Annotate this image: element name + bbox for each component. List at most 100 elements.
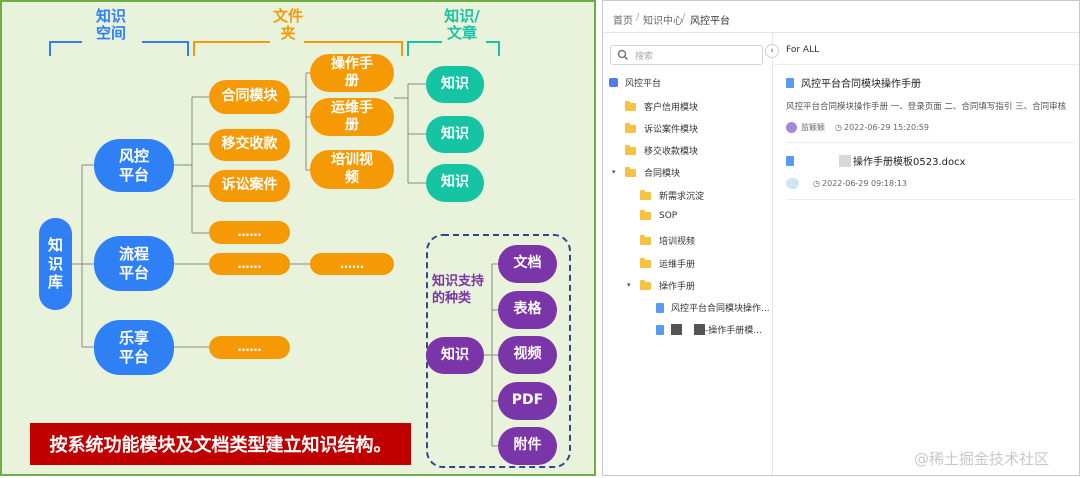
module-node: ……: [209, 221, 290, 244]
caption-banner: 按系统功能模块及文档类型建立知识结构。: [30, 423, 411, 465]
tree-label: 诉讼案件模块: [644, 125, 699, 135]
type-node: 表格: [498, 291, 557, 329]
document-icon: [656, 302, 664, 313]
tree-item-ops-manual[interactable]: 运维手册: [640, 257, 695, 270]
document-card[interactable]: 操作手册模板0523.docx ◷ 2022-06-29 09:18:13: [786, 153, 1076, 193]
document-icon: [786, 155, 794, 166]
types-label: 知识支持 的种类: [432, 274, 485, 306]
chevron-left-icon[interactable]: ‹: [765, 44, 779, 58]
document-title[interactable]: 操作手册模板0523.docx: [853, 157, 966, 168]
type-node: 附件: [498, 427, 557, 465]
module-node: 移交收款: [209, 129, 290, 161]
knowledge-node: 知识: [426, 66, 484, 103]
document-snippet: 风控平台合同模块操作手册 一、登录页面 二、合同填写指引 三、合同审核: [786, 102, 1067, 112]
folder-icon: [640, 210, 651, 220]
tree-label: 培训视频: [659, 237, 696, 247]
folder-icon: [640, 189, 651, 200]
folder-icon: [625, 144, 636, 155]
watermark: @稀土掘金技术社区: [914, 450, 1050, 468]
avatar: [786, 122, 797, 133]
document-time: 2022-06-29 09:18:13: [821, 179, 907, 188]
subfolder-node: 运维手 册: [310, 98, 394, 136]
types-dashed-frame: [426, 234, 571, 468]
search-input[interactable]: 搜索: [610, 45, 763, 65]
tree-item-transfer[interactable]: 移交收款模块: [625, 144, 698, 157]
tree-doc-contract-manual[interactable]: 风控平台合同模块操作...: [656, 301, 770, 314]
folder-icon: [640, 257, 651, 268]
breadcrumb-current: 风控平台: [690, 16, 730, 27]
tree-label: 客户信用模块: [644, 103, 699, 113]
tree-item-user-manual[interactable]: 操作手册: [640, 279, 695, 292]
tree-item-training-video[interactable]: 培训视频: [640, 234, 695, 247]
knowledge-structure-diagram: 知识 空间 文件 夹 知识/ 文章 知 识 库 风控 平台 流程 平台 乐享 平…: [0, 0, 596, 476]
document-title[interactable]: 风控平台合同模块操作手册: [801, 79, 921, 90]
header-knowledge-space: 知识 空间: [95, 7, 126, 43]
tree-label: 风控平台: [625, 79, 662, 89]
knowledge-node: 知识: [426, 164, 484, 202]
search-placeholder: 搜索: [635, 51, 654, 62]
module-node: 合同模块: [209, 80, 290, 114]
redaction-block: [839, 154, 851, 167]
tree-label: 风控平台合同模块操作...: [671, 304, 770, 314]
subfolder-node: ……: [310, 253, 394, 275]
root-knowledge-base: 知 识 库: [39, 218, 72, 310]
caret-down-icon[interactable]: ▾: [627, 281, 631, 289]
space-node: 乐享 平台: [94, 320, 174, 375]
tree-doc-manual-template[interactable]: -操作手册模...: [656, 323, 762, 336]
header-knowledge-article: 知识/ 文章: [444, 7, 480, 43]
tree-label: SOP: [659, 211, 678, 221]
folder-icon: [625, 166, 636, 177]
clock-icon: ◷: [835, 123, 842, 132]
tree-item-new-requirements[interactable]: 新需求沉淀: [640, 189, 704, 202]
clock-icon: ◷: [813, 179, 820, 188]
connector-lines: [49, 41, 571, 468]
tree-item-sop[interactable]: SOP: [640, 210, 678, 221]
knowledge-center-window: 首页 / 知识中心 / 风控平台 搜索 风控平台 客户信用模块 诉讼案件模块 移…: [602, 0, 1080, 476]
space-node: 风控 平台: [94, 139, 174, 192]
tree-root-risk-platform[interactable]: 风控平台: [609, 76, 661, 89]
space-node: 流程 平台: [94, 236, 174, 291]
breadcrumb-separator: /: [636, 12, 640, 23]
breadcrumb-home[interactable]: 首页: [613, 16, 633, 27]
document-card[interactable]: 风控平台合同模块操作手册 风控平台合同模块操作手册 一、登录页面 二、合同填写指…: [786, 75, 1076, 137]
card-divider: [786, 199, 1076, 200]
folder-icon: [625, 100, 636, 111]
tree-label: -操作手册模...: [705, 326, 762, 336]
tree-item-customer-credit[interactable]: 客户信用模块: [625, 100, 698, 113]
folder-icon: [640, 234, 651, 245]
sidebar-tree: 搜索 风控平台 客户信用模块 诉讼案件模块 移交收款模块 ▾ 合同模块 新需求沉…: [603, 33, 773, 475]
redaction-block: [671, 324, 682, 335]
tree-label: 新需求沉淀: [659, 192, 705, 202]
knowledge-node: 知识: [426, 116, 484, 153]
type-node: PDF: [498, 382, 557, 420]
type-node: 文档: [498, 245, 557, 283]
type-node: 视频: [498, 336, 557, 374]
header-folder: 文件 夹: [272, 7, 303, 43]
space-icon: [609, 78, 618, 87]
subfolder-node: 操作手 册: [310, 54, 394, 92]
breadcrumb-knowledge-center[interactable]: 知识中心: [643, 16, 683, 27]
tree-label: 移交收款模块: [644, 147, 699, 157]
redaction-block: [694, 324, 705, 335]
tree-item-contract[interactable]: 合同模块: [625, 166, 680, 179]
tree-label: 运维手册: [659, 260, 696, 270]
folder-icon: [625, 122, 636, 133]
subfolder-node: 培训视 频: [310, 150, 394, 189]
document-icon: [786, 77, 794, 88]
header-divider: [603, 32, 1079, 33]
card-divider: [786, 142, 1076, 143]
document-icon: [656, 324, 664, 335]
tree-item-litigation[interactable]: 诉讼案件模块: [625, 122, 698, 135]
tree-label: 合同模块: [644, 169, 681, 179]
module-node: ……: [209, 336, 290, 359]
scope-label: For ALL: [786, 45, 820, 55]
caret-down-icon[interactable]: ▾: [612, 168, 616, 176]
content-divider: [774, 64, 1079, 65]
document-author: 监颖颖: [801, 123, 825, 132]
tree-label: 操作手册: [659, 282, 696, 292]
folder-icon: [640, 279, 651, 290]
types-center-node: 知识: [426, 337, 484, 374]
module-node: ……: [209, 253, 290, 275]
avatar: [786, 178, 799, 189]
document-time: 2022-06-29 15:20:59: [843, 123, 929, 132]
